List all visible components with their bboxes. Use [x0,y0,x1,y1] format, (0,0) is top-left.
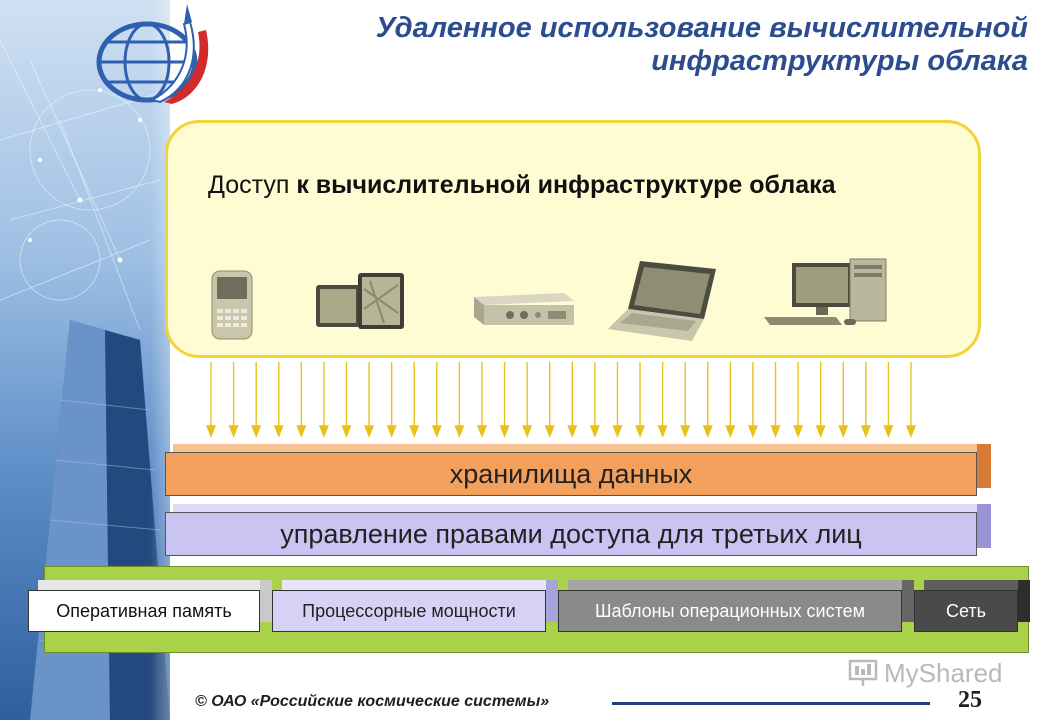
rights-layer-side [977,504,991,548]
arrow-head [431,425,442,438]
arrow-head [567,425,578,438]
arrow-head [251,425,262,438]
arrow-head [318,425,329,438]
footer-company: © ОАО «Российские космические системы» [195,693,550,710]
arrow-head [838,425,849,438]
arrow-head [747,425,758,438]
access-arrows [205,362,917,438]
cloud-access-box: Доступ к вычислительной инфраструктуре о… [165,120,981,358]
arrow-head [883,425,894,438]
laptop-icon [608,261,716,341]
arrow-head [634,425,646,438]
rights-layer-label: управление правами доступа для третьих л… [165,512,977,556]
arrow-head [273,425,284,438]
access-prefix: Доступ [208,171,290,199]
arrow-head [364,425,375,438]
os-block-side [902,580,914,622]
arrow-head [657,425,668,438]
smartphone-icon [211,270,253,340]
arrow-head [860,425,871,438]
tablets-icon [316,273,404,329]
arrow-head [725,425,736,438]
network-block: Сеть [914,580,1030,632]
arrow-head [522,425,533,438]
arrow-head [680,425,691,438]
arrow-head [296,425,307,438]
net-block-side [1018,580,1030,622]
presentation-icon [848,659,878,686]
access-heading: Доступ к вычислительной инфраструктуре о… [208,171,836,200]
arrow-head [476,425,488,438]
arrow-head [228,425,239,438]
os-templates-block: Шаблоны операционных систем [558,580,914,632]
arrow-head [589,425,600,438]
cpu-block: Процессорные мощности [272,580,558,632]
arrow-head [386,425,397,438]
os-block-top [568,580,914,590]
title-line-2: инфраструктуры облака [651,45,1028,77]
storage-layer-side [977,444,991,488]
constellation-graphic [0,39,170,331]
cpu-label: Процессорные мощности [272,590,546,632]
arrow-head [770,425,781,438]
arrow-head [905,425,917,438]
ram-block-side [260,580,272,622]
net-block-top [924,580,1030,590]
arrow-head [341,425,352,438]
arrow-head [702,425,713,438]
access-bold-text: к вычислительной инфраструктуре облака [296,171,836,199]
os-templates-label: Шаблоны операционных систем [558,590,902,632]
watermark: MyShared [848,656,1003,690]
ram-block: Оперативная память [28,580,272,632]
ram-label: Оперативная память [28,590,260,632]
watermark-text: MyShared [884,657,1003,688]
page-number: 25 [958,687,982,713]
arrow-head [409,425,420,438]
arrow-head [815,425,826,438]
arrow-head [499,425,510,438]
media-box-icon [474,293,574,325]
storage-layer-top [173,444,991,452]
arrow-head [793,425,804,438]
cpu-block-top [282,580,558,590]
title-line-1: Удаленное использование вычислительной [375,12,1028,44]
cpu-block-side [546,580,558,622]
arrow-head [544,425,555,438]
arrow-head [454,425,465,438]
page-title: Удаленное использование вычислительной и… [268,12,1028,78]
skyscraper-image [30,320,170,720]
access-rights-layer: управление правами доступа для третьих л… [165,504,991,556]
ram-block-top [38,580,272,590]
desktop-pc-icon [764,258,887,325]
footer-divider [612,702,930,705]
arrow-head [205,425,217,438]
arrow-head [612,425,623,438]
company-logo [96,4,209,104]
rights-layer-top [173,504,991,512]
storage-layer-label: хранилища данных [165,452,977,496]
network-label: Сеть [914,590,1018,632]
data-storage-layer: хранилища данных [165,444,991,496]
